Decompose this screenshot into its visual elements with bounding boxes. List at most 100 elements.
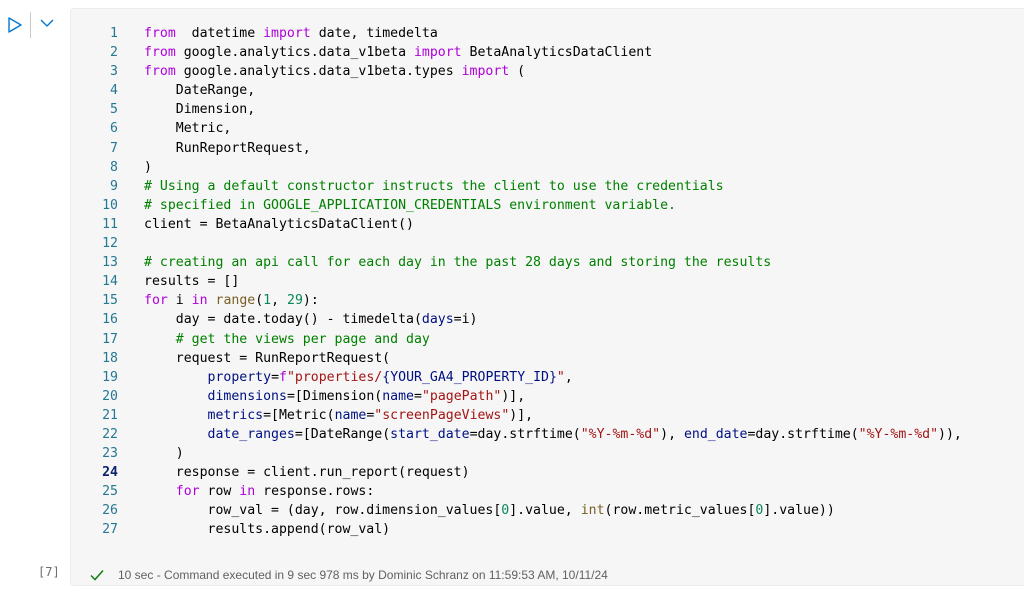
code-line[interactable]: 12 [71,234,1024,253]
code-text: ) [144,444,184,463]
code-line[interactable]: 10# specified in GOOGLE_APPLICATION_CRED… [71,196,1024,215]
code-line[interactable]: 18 request = RunReportRequest( [71,349,1024,368]
code-line[interactable]: 13 # creating an api call for each day in… [71,253,1024,272]
code-token: =i) [453,312,478,328]
code-token: in [191,293,208,309]
code-line[interactable]: 7 RunReportRequest, [71,139,1024,158]
code-line[interactable]: 16 day = date.today() - timedelta(days=i… [71,310,1024,329]
code-token: ].value)) [763,503,835,519]
check-icon [90,570,104,581]
line-number: 14 [102,274,118,290]
line-number: 13 [102,255,118,271]
code-token: "properties/ [286,369,383,385]
line-number: 8 [110,159,118,175]
code-token: = [366,407,375,423]
code-token: =[Metric( [263,407,335,423]
code-token: start_date [390,426,470,442]
code-line[interactable]: 4 DateRange, [71,81,1024,100]
code-line[interactable]: 24 response = client.run_report(request) [71,463,1024,482]
code-token: row_val = (day, row.dimension_values[ [144,503,502,519]
line-number: 22 [102,426,118,442]
run-icon[interactable] [7,16,23,34]
code-token: BetaAnalyticsDataClient [461,45,653,61]
code-line[interactable]: 5 Dimension, [71,100,1024,119]
code-line[interactable]: 19 property=f"properties/{YOUR_GA4_PROPE… [71,368,1024,387]
code-line[interactable]: 23 ) [71,444,1024,463]
code-token: = [271,369,280,385]
code-text: day = date.today() - timedelta(days=i) [144,310,478,329]
code-text: ) [144,158,152,177]
code-token: from [144,26,176,41]
code-token: ) [144,446,184,462]
code-token: )], [509,407,534,423]
code-text: metrics=[Metric(name="screenPageViews")]… [144,406,534,425]
code-token: results.append(row_val) [144,522,391,538]
code-token: from [144,64,176,80]
line-number: 25 [102,484,118,500]
code-text: # creating an api call for each day in t… [144,253,771,272]
code-token: import [413,45,462,61]
line-number: 24 [102,465,118,481]
code-token: "%Y-%m-%d" [580,426,661,442]
code-text: results = [] [144,272,239,291]
code-token: Metric, [144,121,232,137]
code-line[interactable]: 26 row_val = (day, row.dimension_values[… [71,501,1024,520]
code-text: response = client.run_report(request) [144,463,470,482]
cell-toolbar [0,0,70,60]
code-line[interactable]: 22 date_ranges=[DateRange(start_date=day… [71,425,1024,444]
code-token: {YOUR_GA4_PROPERTY_ID} [382,369,557,385]
code-line[interactable]: 21 metrics=[Metric(name="screenPageViews… [71,406,1024,425]
code-token: days [421,312,454,328]
code-token: date, timedelta [310,26,438,41]
code-token [144,408,208,423]
code-token: , [564,369,573,385]
code-text: DateRange, [144,81,255,100]
code-token [144,427,208,442]
code-token: RunReportRequest, [144,140,311,156]
line-number: 23 [102,446,118,462]
code-token: =[DateRange( [294,426,391,442]
code-text: request = RunReportRequest( [144,349,390,368]
line-number: 1 [110,26,118,41]
code-token [144,484,176,499]
code-line[interactable]: 9# Using a default constructor instructs… [71,177,1024,196]
code-line[interactable]: 17 # get the views per page and day [71,330,1024,349]
line-number: 17 [102,331,118,347]
code-token: ) [144,159,152,175]
code-text: results.append(row_val) [144,520,391,539]
code-token: dimensions [207,388,287,404]
code-token: i [167,293,192,309]
code-token: =day.strftime( [747,426,859,442]
code-line[interactable]: 6 Metric, [71,119,1024,138]
code-token: int [580,503,605,519]
code-line[interactable]: 20 dimensions=[Dimension(name="pagePath"… [71,387,1024,406]
code-token: ( [255,293,264,309]
code-token: # specified in GOOGLE_APPLICATION_CREDEN… [144,197,676,213]
code-token [208,293,216,308]
code-token: response.rows: [255,484,375,500]
line-number: 2 [110,45,118,61]
code-token: Dimension, [144,102,256,118]
code-line[interactable]: 14 results = [] [71,272,1024,291]
chevron-down-icon[interactable] [39,17,55,29]
line-number: 16 [102,312,118,328]
code-token [144,370,208,385]
code-text: Metric, [144,119,232,138]
code-text: dimensions=[Dimension(name="pagePath")], [144,387,526,406]
code-token: import [263,26,311,41]
code-token: google.analytics.data_v1beta [175,45,414,61]
status-message: Command executed in 9 sec 978 ms by Domi… [164,568,608,582]
line-number: 27 [102,522,118,538]
code-token: in [239,484,256,500]
code-token: client = BetaAnalyticsDataClient() [144,216,414,232]
code-line[interactable]: 8) [71,158,1024,177]
code-line[interactable]: 25 for row in response.rows: [71,482,1024,501]
code-line[interactable]: 27 results.append(row_val) [71,520,1024,539]
